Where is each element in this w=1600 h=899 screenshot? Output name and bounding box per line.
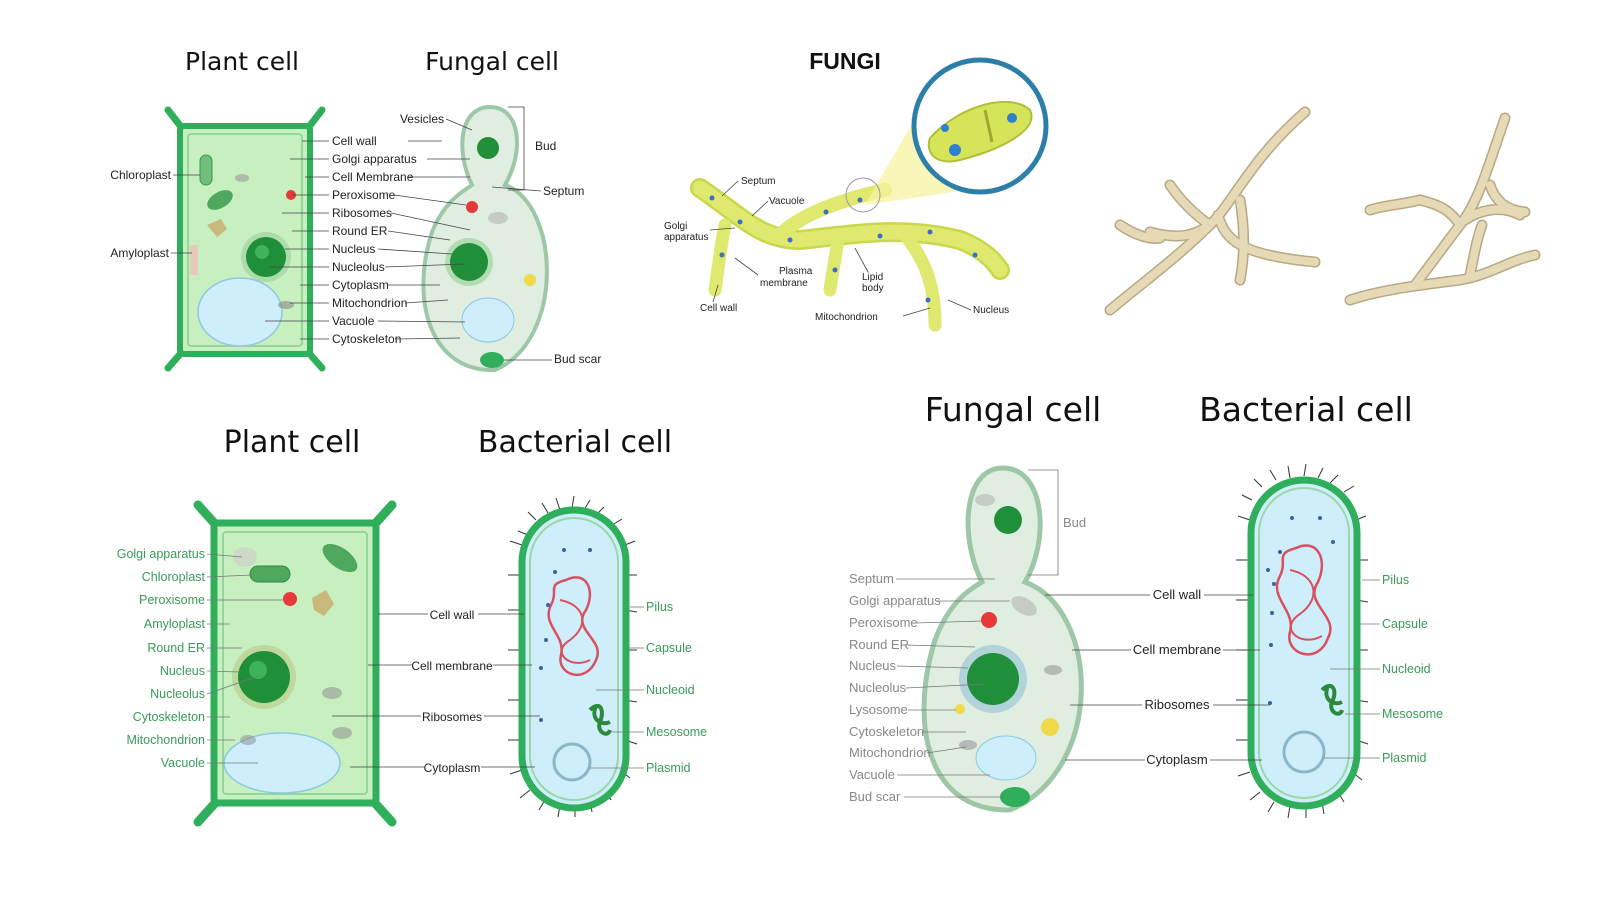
panel3-label-cell-wall: Cell wall	[430, 608, 475, 622]
panel4-label-cell-membrane: Cell membrane	[1133, 642, 1221, 657]
panel3-label-cell-membrane: Cell membrane	[411, 659, 493, 673]
panel4-bacterial-cell	[1236, 463, 1369, 819]
panel4-right-labels: Pilus Capsule Nucleoid Mesosome Plasmid	[1324, 573, 1443, 765]
panel1-fungal-cell	[421, 104, 549, 373]
panel-1: Plant cell Fungal cell Chloroplast Amylo…	[110, 47, 601, 373]
panel2-hypha-diagram	[690, 57, 1049, 332]
panel3-label-vacuole: Vacuole	[161, 756, 205, 770]
panel1-label-bud-scar: Bud scar	[554, 352, 601, 366]
panel1-label-septum: Septum	[543, 184, 584, 198]
panel2-label-vacuole: Vacuole	[769, 196, 805, 207]
panel4-bacterial-title: Bacterial cell	[1199, 390, 1413, 429]
panel3-right-labels: Pilus Capsule Nucleoid Mesosome Plasmid	[590, 600, 707, 775]
panel4-label-cytoskeleton: Cytoskeleton	[849, 724, 924, 739]
panel4-label-lysosome: Lysosome	[849, 702, 908, 717]
panel2-label-lipid-1: Lipid	[862, 272, 883, 283]
panel3-label-nucleolus: Nucleolus	[150, 687, 205, 701]
panel4-middle-labels: Cell wall Cell membrane Ribosomes Cytopl…	[1045, 587, 1270, 767]
panel4-label-mitochondrion: Mitochondrion	[849, 745, 931, 760]
panel3-label-capsule: Capsule	[646, 641, 692, 655]
panel4-label-ribosomes: Ribosomes	[1144, 697, 1210, 712]
panel4-fungal-title: Fungal cell	[925, 390, 1102, 429]
panel1-label-mitochondrion: Mitochondrion	[332, 296, 407, 310]
panel4-label-nucleolus: Nucleolus	[849, 680, 907, 695]
panel2-label-cell-wall: Cell wall	[700, 303, 737, 314]
panel3-bacterial-title: Bacterial cell	[478, 425, 672, 460]
panel4-label-vacuole: Vacuole	[849, 767, 895, 782]
panel4-label-nucleoid: Nucleoid	[1382, 662, 1431, 676]
panel1-plant-title: Plant cell	[185, 47, 299, 76]
panel4-label-cell-wall: Cell wall	[1153, 587, 1202, 602]
panel2-labels: Septum Vacuole Golgi apparatus Plasma me…	[664, 176, 1009, 323]
panel3-label-chloroplast: Chloroplast	[142, 570, 206, 584]
panel1-plant-cell	[164, 106, 326, 372]
panel1-label-vacuole: Vacuole	[332, 314, 375, 328]
panel2-label-golgi-1: Golgi	[664, 221, 687, 232]
panel1-label-cell-membrane: Cell Membrane	[332, 170, 414, 184]
panel2-mycelium-left	[1104, 106, 1321, 316]
panel4-label-plasmid: Plasmid	[1382, 751, 1427, 765]
panel2-label-plasma-2: membrane	[760, 278, 808, 289]
panel3-label-ribosomes: Ribosomes	[422, 710, 482, 724]
panel1-label-round-er: Round ER	[332, 224, 388, 238]
panel4-fungal-cell	[921, 465, 1084, 813]
panel3-plant-cell	[193, 500, 397, 827]
panel3-bacterial-cell	[508, 495, 638, 818]
panel4-label-golgi: Golgi apparatus	[849, 593, 941, 608]
panel1-label-golgi: Golgi apparatus	[332, 152, 417, 166]
panel4-label-bud-scar: Bud scar	[849, 789, 901, 804]
panel-4: Fungal cell Bacterial cell Bud	[849, 390, 1443, 819]
panel2-label-nucleus: Nucleus	[973, 305, 1009, 316]
panel2-mycelium-right	[1344, 112, 1541, 306]
panel3-label-golgi: Golgi apparatus	[117, 547, 205, 561]
panel3-label-peroxisome: Peroxisome	[139, 593, 205, 607]
panel3-label-cytoskeleton: Cytoskeleton	[133, 710, 205, 724]
panel4-label-septum: Septum	[849, 571, 894, 586]
panel3-left-labels: Golgi apparatus Chloroplast Peroxisome A…	[117, 547, 283, 770]
panel1-label-vesicles: Vesicles	[400, 112, 444, 126]
panel3-plant-title: Plant cell	[224, 425, 361, 460]
panel2-label-mitochondrion: Mitochondrion	[815, 312, 878, 323]
panel4-label-capsule: Capsule	[1382, 617, 1428, 631]
panel3-middle-labels: Cell wall Cell membrane Ribosomes Cytopl…	[332, 608, 540, 775]
panel3-label-amyloplast: Amyloplast	[144, 617, 206, 631]
panel2-label-septum: Septum	[741, 176, 775, 187]
panel2-title: FUNGI	[809, 48, 881, 74]
panel3-label-nucleus: Nucleus	[160, 664, 205, 678]
panel1-label-nucleolus: Nucleolus	[332, 260, 385, 274]
panel4-label-mesosome: Mesosome	[1382, 707, 1443, 721]
panel4-label-round-er: Round ER	[849, 637, 909, 652]
panel3-label-cytoplasm: Cytoplasm	[424, 761, 481, 775]
panel1-label-cytoplasm: Cytoplasm	[332, 278, 389, 292]
panel3-label-nucleoid: Nucleoid	[646, 683, 695, 697]
panel3-label-plasmid: Plasmid	[646, 761, 691, 775]
panel4-label-bud: Bud	[1063, 515, 1086, 530]
panel4-label-nucleus: Nucleus	[849, 658, 896, 673]
panel1-shared-labels: Cell wall Golgi apparatus Cell Membrane …	[265, 134, 471, 346]
panel1-label-nucleus: Nucleus	[332, 242, 375, 256]
panel2-label-lipid-2: body	[862, 283, 884, 294]
panel3-label-pilus: Pilus	[646, 600, 673, 614]
panel2-label-golgi-2: apparatus	[664, 232, 708, 243]
panel1-label-ribosomes: Ribosomes	[332, 206, 392, 220]
panel1-label-peroxisome: Peroxisome	[332, 188, 396, 202]
panel3-label-mitochondrion: Mitochondrion	[126, 733, 205, 747]
panel3-label-mesosome: Mesosome	[646, 725, 707, 739]
panel4-left-labels: Septum Golgi apparatus Peroxisome Round …	[849, 571, 1010, 804]
panel1-label-bud: Bud	[535, 139, 556, 153]
panel4-label-cytoplasm: Cytoplasm	[1146, 752, 1207, 767]
panel2-label-plasma-1: Plasma	[779, 266, 813, 277]
panel1-label-cell-wall: Cell wall	[332, 134, 377, 148]
panel-3: Plant cell Bacterial cell	[117, 425, 707, 827]
panel3-label-round-er: Round ER	[147, 641, 205, 655]
panel1-label-chloroplast: Chloroplast	[110, 168, 171, 182]
panel4-label-pilus: Pilus	[1382, 573, 1409, 587]
panel1-label-amyloplast: Amyloplast	[110, 246, 169, 260]
panel1-fungal-title: Fungal cell	[425, 47, 559, 76]
panel4-label-peroxisome: Peroxisome	[849, 615, 918, 630]
panel1-label-cytoskeleton: Cytoskeleton	[332, 332, 401, 346]
panel-2: FUNGI Septum	[664, 48, 1541, 332]
